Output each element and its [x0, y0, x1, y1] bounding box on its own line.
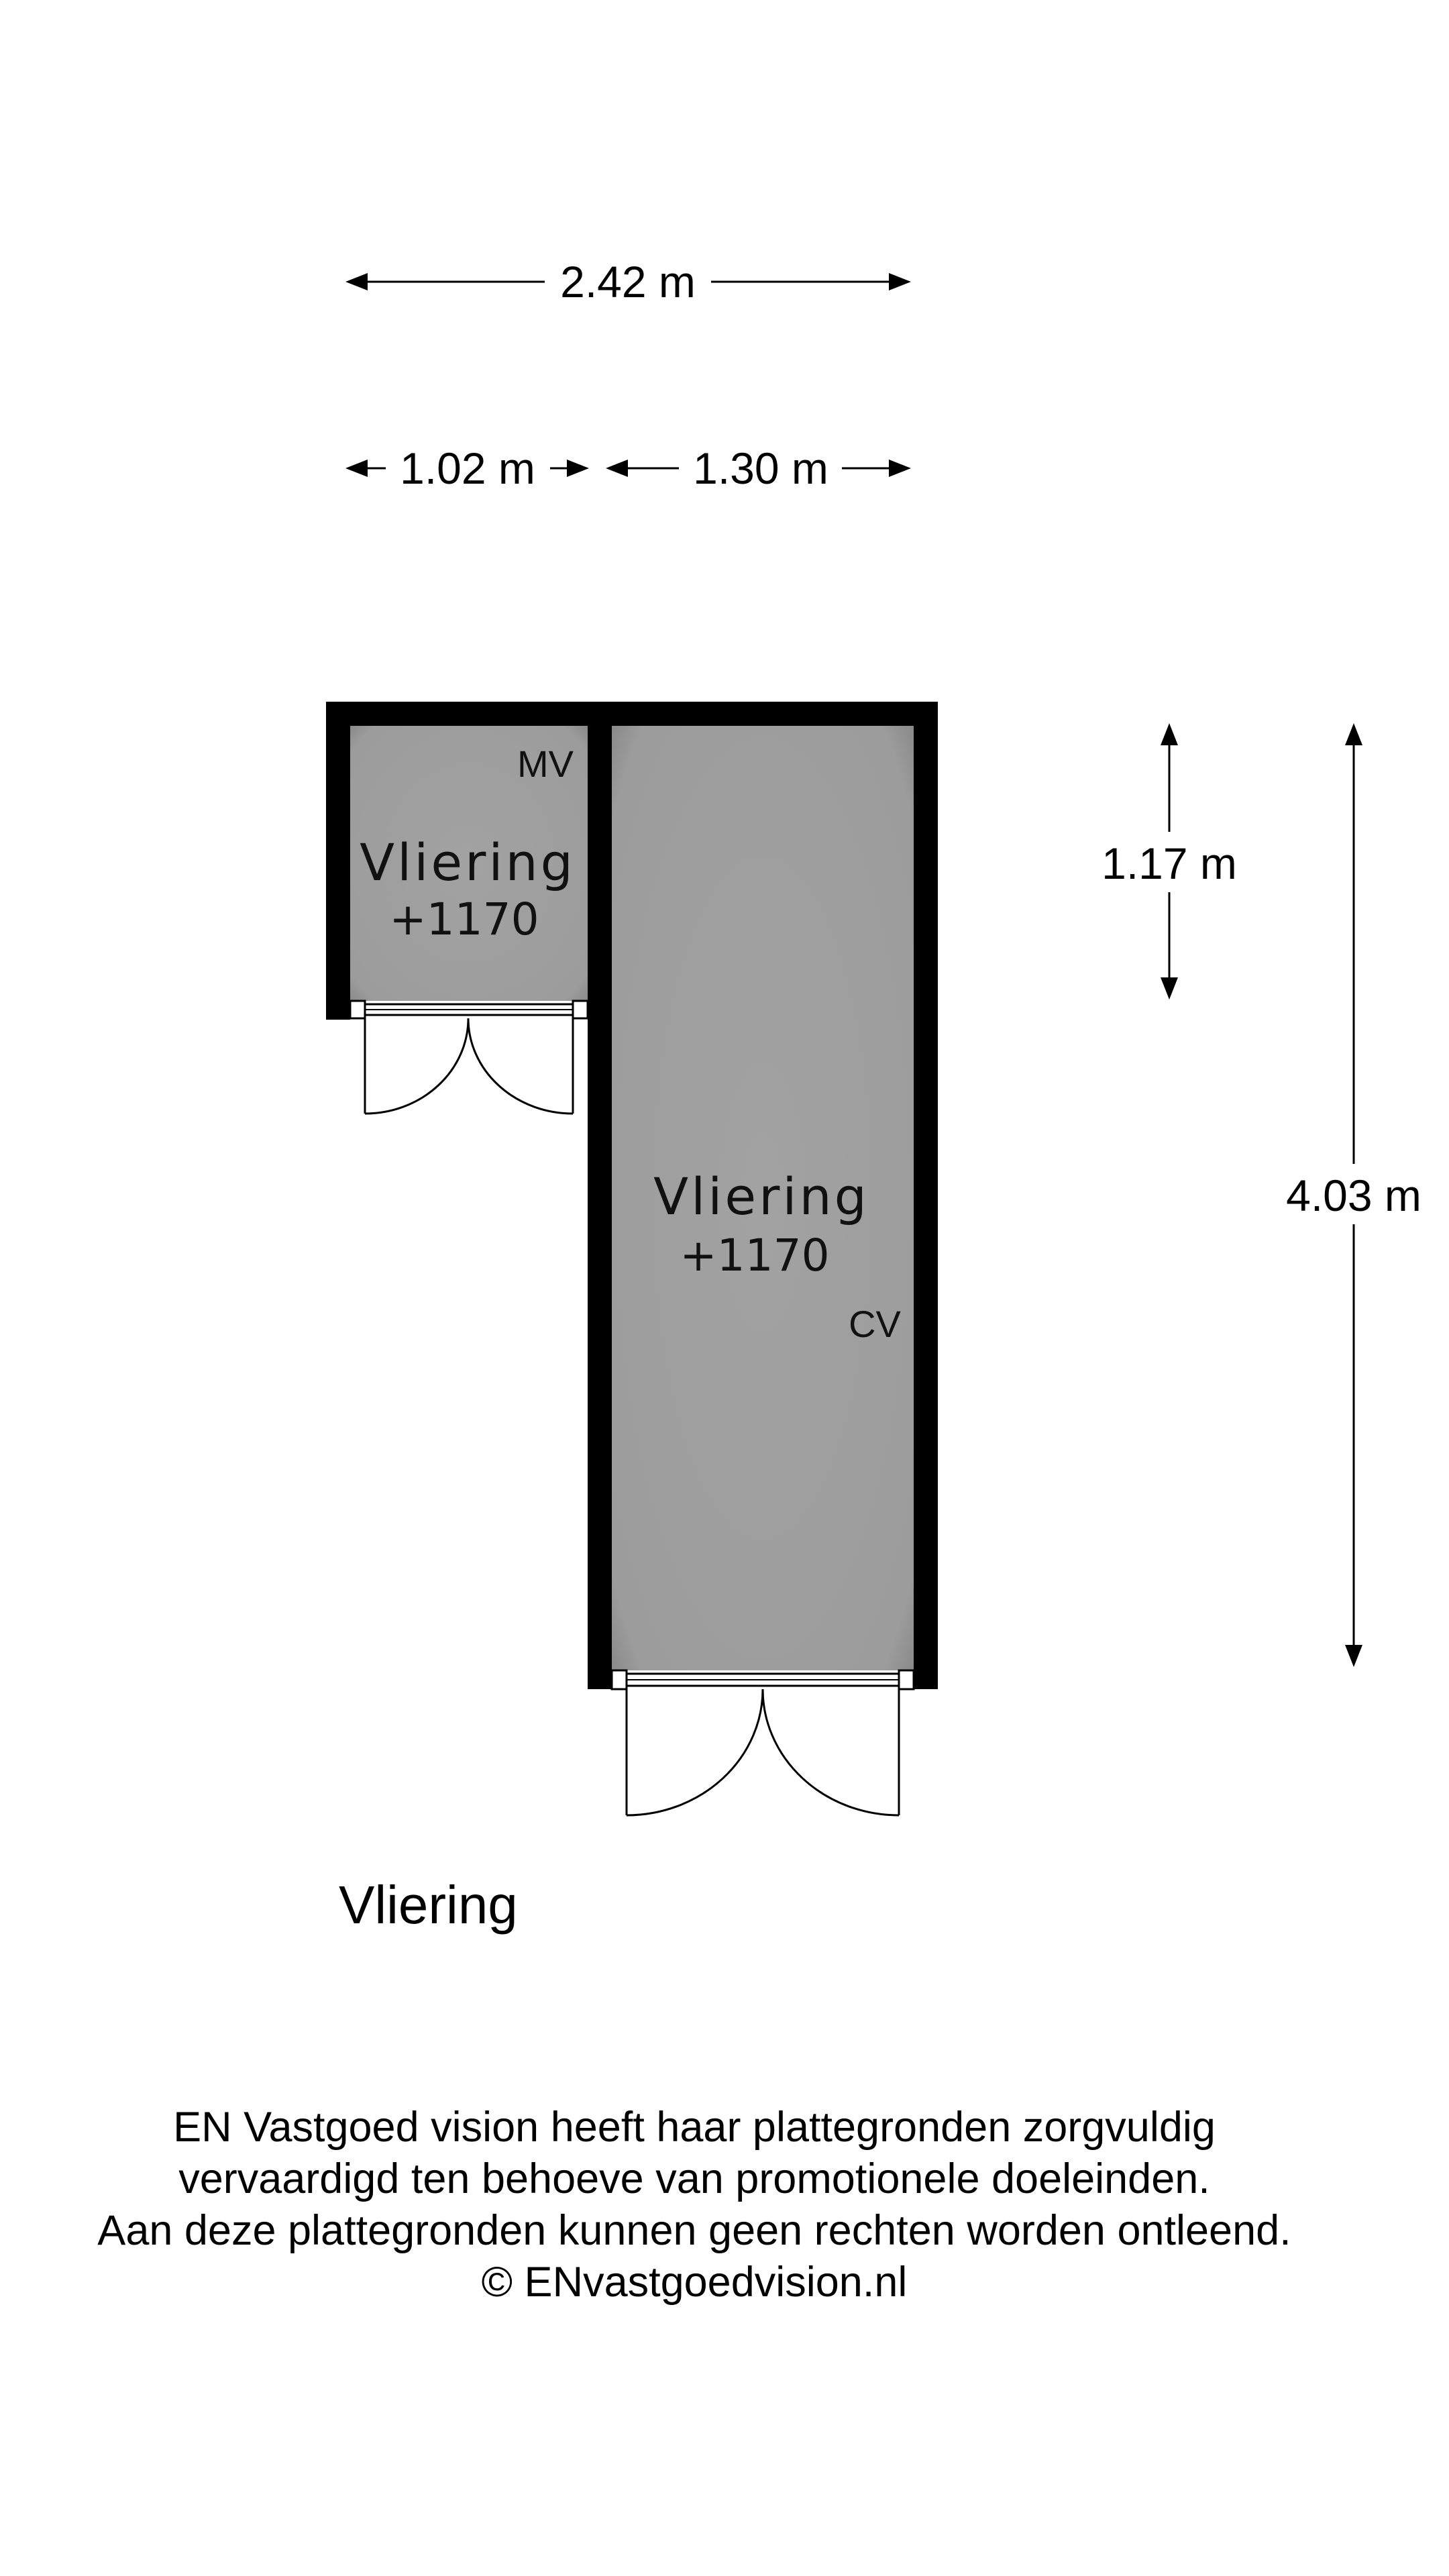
- left-room-depth-label: 1.17 m: [1102, 839, 1237, 888]
- dimension-left-room-depth: 1.17 m: [1102, 723, 1237, 1000]
- room-level-left: +1170: [389, 894, 539, 945]
- room-label-left: MV Vliering +1170: [360, 743, 576, 945]
- disclaimer-line: vervaardigd ten behoeve van promotionele…: [178, 2155, 1210, 2202]
- door-left-room: [349, 1000, 589, 1115]
- disclaimer-line: EN Vastgoed vision heeft haar plattegron…: [173, 2104, 1216, 2151]
- total-width-label: 2.42 m: [560, 257, 696, 307]
- right-room-width-label: 1.30 m: [693, 443, 828, 493]
- room-name-right: Vliering: [653, 1167, 869, 1226]
- copyright-line: © ENvastgoedvision.nl: [481, 2259, 908, 2306]
- disclaimer-line: Aan deze plattegronden kunnen geen recht…: [97, 2207, 1291, 2254]
- dimension-right-room-width: 1.30 m: [606, 443, 911, 493]
- walls: [326, 702, 938, 1689]
- room-name-left: Vliering: [360, 833, 576, 892]
- dimension-left-room-width: 1.02 m: [345, 443, 589, 493]
- floor-title: Vliering: [339, 1875, 518, 1935]
- room-code-cv: CV: [849, 1303, 901, 1345]
- room-label-right: Vliering +1170 CV: [653, 1167, 901, 1345]
- room-floor-right: [612, 726, 914, 1670]
- left-room-width-label: 1.02 m: [400, 443, 535, 493]
- dimension-total-depth: 4.03 m: [1286, 723, 1421, 1667]
- room-level-right: +1170: [680, 1230, 829, 1281]
- total-depth-label: 4.03 m: [1286, 1171, 1421, 1220]
- room-code-mv: MV: [517, 743, 574, 785]
- dimension-total-width: 2.42 m: [345, 257, 911, 307]
- disclaimer: EN Vastgoed vision heeft haar plattegron…: [0, 2102, 1389, 2308]
- door-right-room: [610, 1669, 915, 1817]
- room-floor-left: [350, 726, 588, 1001]
